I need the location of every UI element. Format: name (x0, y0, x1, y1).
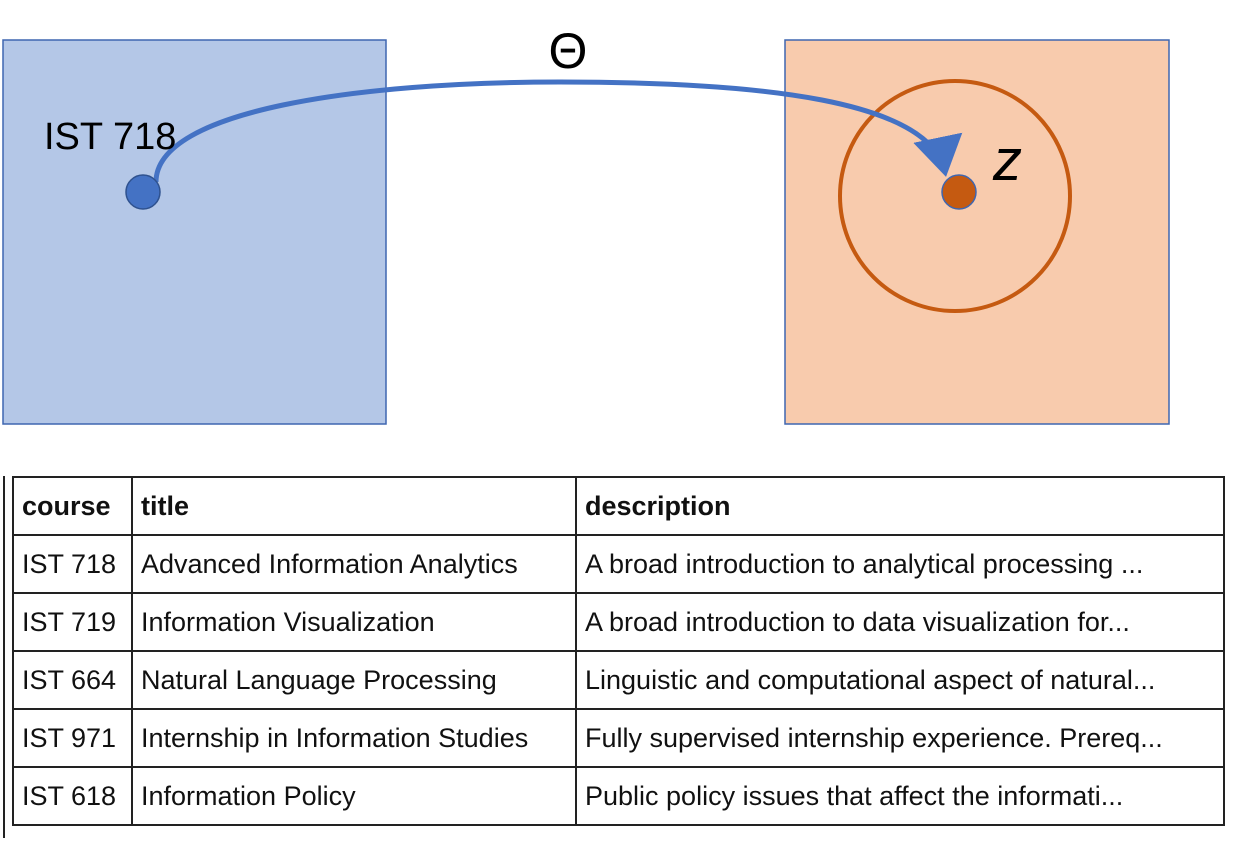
cell-course: IST 664 (12, 650, 133, 710)
cell-course: IST 971 (12, 708, 133, 768)
cell-description: Public policy issues that affect the inf… (575, 766, 1225, 826)
table-row: IST 719 Information Visualization A broa… (12, 592, 1225, 652)
cell-description: A broad introduction to data visualizati… (575, 592, 1225, 652)
cell-description: A broad introduction to analytical proce… (575, 534, 1225, 594)
table-header-row: course title description (12, 476, 1225, 536)
cell-title: Information Policy (131, 766, 577, 826)
source-space-box (2, 39, 387, 425)
cell-description: Fully supervised internship experience. … (575, 708, 1225, 768)
course-table-container: course title description IST 718 Advance… (12, 476, 1225, 826)
table-row: IST 618 Information Policy Public policy… (12, 766, 1225, 826)
cell-title: Information Visualization (131, 592, 577, 652)
cell-course: IST 719 (12, 592, 133, 652)
source-label: IST 718 (44, 116, 176, 158)
cell-title: Natural Language Processing (131, 650, 577, 710)
neighborhood-circle (838, 79, 1072, 313)
table-row: IST 664 Natural Language Processing Ling… (12, 650, 1225, 710)
mapping-label: Θ (549, 23, 588, 79)
target-label: z (992, 128, 1022, 193)
target-space-box (784, 39, 1170, 425)
course-table: course title description IST 718 Advance… (12, 476, 1225, 826)
header-description: description (575, 476, 1225, 536)
embedding-diagram: IST 718 Θ z (2, 23, 1170, 425)
table-row: IST 718 Advanced Information Analytics A… (12, 534, 1225, 594)
target-point (941, 174, 977, 210)
cell-title: Internship in Information Studies (131, 708, 577, 768)
table-left-edge (3, 476, 5, 838)
cell-description: Linguistic and computational aspect of n… (575, 650, 1225, 710)
table-row: IST 971 Internship in Information Studie… (12, 708, 1225, 768)
header-course: course (12, 476, 133, 536)
cell-course: IST 618 (12, 766, 133, 826)
header-title: title (131, 476, 577, 536)
cell-title: Advanced Information Analytics (131, 534, 577, 594)
mapping-arrow (153, 79, 963, 183)
cell-course: IST 718 (12, 534, 133, 594)
source-point (125, 174, 161, 210)
